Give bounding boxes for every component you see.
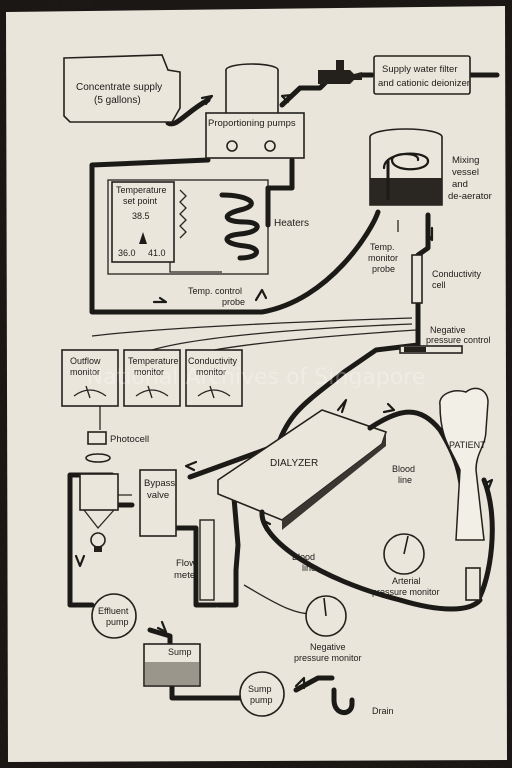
sump-pump-label-2: pump: [250, 695, 273, 705]
negative-pressure-monitor-label-1: Negative: [310, 642, 346, 652]
flow-meter-label-1: Flow: [176, 558, 196, 569]
temp-monitor-probe-label-1: Temp.: [370, 242, 395, 252]
mixing-vessel: Mixing vessel and de-aerator: [369, 128, 492, 206]
negative-pressure-control-label-2: pressure control: [426, 335, 491, 345]
photocell-label: Photocell: [110, 434, 149, 445]
conductivity-monitor-label-1: Conductivity: [188, 356, 238, 366]
temperature-set-point-label-2: set point: [123, 196, 158, 206]
concentrate-supply-label: Concentrate supply: [76, 82, 162, 93]
header-fragment: supply unit: [45, 0, 93, 9]
heaters-label: Heaters: [274, 218, 309, 229]
supply-water-filter: Supply water filter and cationic deioniz…: [318, 55, 471, 95]
flow-meter: Flow meter: [174, 519, 215, 601]
watermark: National Archives of Singapore: [87, 365, 426, 390]
mixing-label-2: vessel: [452, 167, 479, 178]
bypass-valve-label-1: Bypass: [144, 478, 175, 489]
arterial-pressure-monitor: Arterial pressure monitor: [372, 533, 440, 597]
conductivity-monitor-label-2: monitor: [196, 367, 226, 377]
temp-control-probe-label-1: Temp. control: [188, 286, 242, 296]
photocell-unit: Photocell: [79, 431, 149, 552]
dialyzer: DIALYZER: [217, 409, 388, 530]
dialyzer-label: DIALYZER: [270, 458, 318, 469]
patient-label: PATIENT: [449, 440, 486, 450]
conductivity-cell-label-2: cell: [432, 280, 446, 290]
patient-arm-icon: [439, 387, 489, 541]
outflow-monitor-label-2: monitor: [70, 367, 100, 377]
temp-monitor-probe-label-2: monitor: [368, 253, 398, 263]
blood-line-upper-label-1: Blood: [392, 464, 415, 474]
outflow-monitor-label-1: Outflow: [70, 356, 101, 366]
dial-value-right: 41.0: [148, 248, 166, 258]
mixing-label-1: Mixing: [452, 155, 479, 166]
sump-label: Sump: [168, 647, 192, 657]
cationic-deionizer-label: and cationic deionizer: [378, 78, 470, 89]
temperature-monitor-label-2: monitor: [134, 367, 164, 377]
blood-line-lower-label-1: Blood: [292, 552, 315, 562]
negative-pressure-monitor-label-2: pressure monitor: [294, 653, 362, 663]
heater-assembly: Temperature set point 38.5 36.0 41.0 Hea…: [107, 179, 309, 307]
dial-needle-icon: [139, 232, 147, 244]
supply-water-filter-label: Supply water filter: [382, 64, 458, 75]
drain-label: Drain: [372, 706, 394, 716]
patient-circuit: PATIENT Blood line Blood line: [259, 387, 495, 612]
blood-line-upper-label-2: line: [398, 475, 412, 485]
negative-pressure-monitor: Negative pressure monitor: [294, 595, 362, 663]
proportioning-pumps-label: Proportioning pumps: [208, 118, 296, 129]
bypass-valve: Bypass valve: [139, 469, 177, 537]
sensor-wires: [91, 220, 417, 615]
drain-line: Effluent pump Sump Sump pump Drain: [91, 593, 394, 717]
concentrate-volume-label: (5 gallons): [94, 95, 141, 106]
effluent-pump-label-2: pump: [106, 617, 129, 627]
monitor-panel: Outflow monitor Temperature monitor Cond…: [61, 349, 243, 407]
dial-value-top: 38.5: [132, 211, 150, 221]
temp-monitor-probe-label-3: probe: [372, 264, 395, 274]
proportioning-pumps: Proportioning pumps: [205, 63, 305, 159]
dial-value-left: 36.0: [118, 248, 136, 258]
effluent-pump-label-1: Effluent: [98, 606, 129, 616]
lamp-icon: [90, 532, 106, 548]
mixing-label-4: de-aerator: [448, 191, 492, 202]
temperature-set-point-label-1: Temperature: [116, 185, 167, 195]
concentrate-supply-jug: Concentrate supply (5 gallons): [63, 54, 181, 123]
bypass-valve-label-2: valve: [147, 490, 169, 501]
arterial-pressure-label-2: pressure monitor: [372, 587, 440, 597]
temp-control-probe-label-2: probe: [222, 297, 245, 307]
probes-and-cells: Temp. monitor probe Conductivity cell Ne…: [368, 242, 491, 354]
dialysate-pipes: [67, 72, 500, 701]
temperature-monitor-label-1: Temperature: [128, 356, 179, 366]
blood-line-lower-label-2: line: [302, 563, 316, 573]
conductivity-cell-label-1: Conductivity: [432, 269, 482, 279]
flow-arrows: [74, 93, 494, 690]
sump-pump-label-1: Sump: [248, 684, 272, 694]
mixing-label-3: and: [452, 179, 468, 190]
negative-pressure-control-label-1: Negative: [430, 325, 466, 335]
flow-meter-label-2: meter: [174, 570, 198, 581]
arterial-pressure-label-1: Arterial: [392, 576, 421, 586]
